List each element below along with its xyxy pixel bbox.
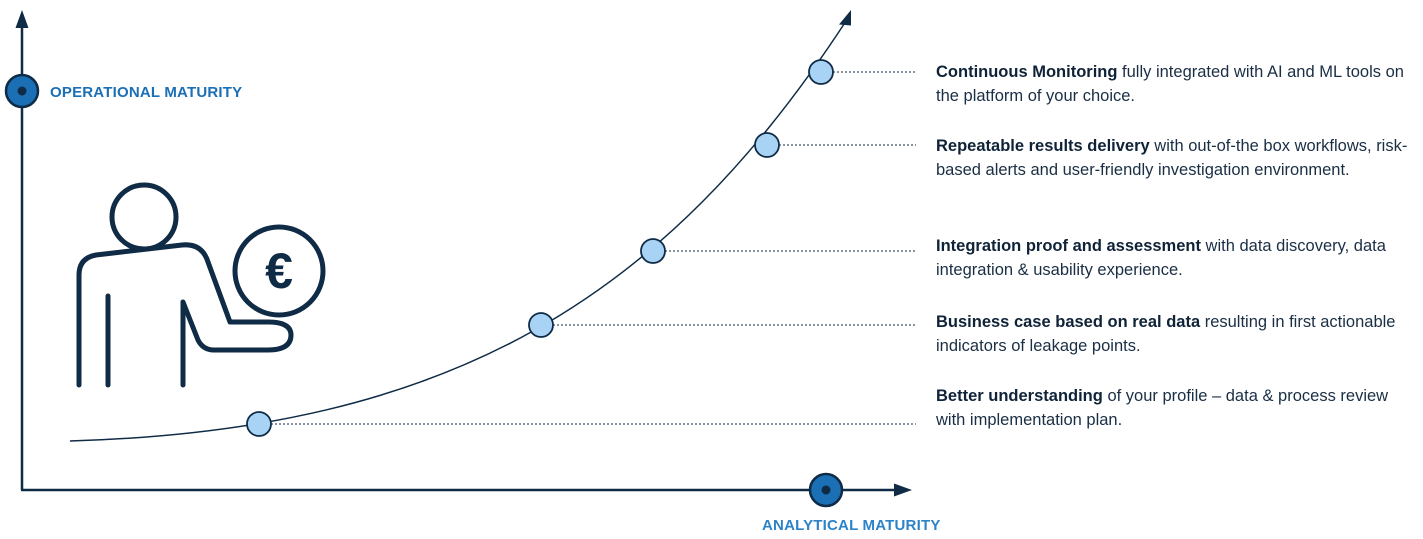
person-holding-euro-coin-icon: € — [76, 182, 326, 388]
milestone-marker-4 — [528, 312, 554, 338]
milestone-markers — [246, 59, 834, 437]
step-description: Continuous Monitoring fully integrated w… — [936, 60, 1420, 108]
euro-symbol: € — [265, 243, 293, 299]
person-body-icon — [76, 242, 294, 388]
person-head-icon — [109, 182, 179, 252]
milestone-marker-2 — [754, 132, 780, 158]
euro-coin-icon — [232, 224, 326, 318]
step-text: resulting in first actionable indicators… — [936, 313, 1396, 355]
step-description: Integration proof and assessment with da… — [936, 234, 1420, 282]
x-axis-arrow-icon — [894, 483, 912, 497]
y-axis-title: OPERATIONAL MATURITY — [50, 84, 243, 101]
milestone-marker-3 — [640, 238, 666, 264]
step-title: Continuous Monitoring — [936, 63, 1118, 81]
leader-lines — [259, 71, 916, 425]
step-description: Better understanding of your profile – d… — [936, 384, 1420, 432]
milestone-marker-1 — [808, 59, 834, 85]
y-axis-marker-icon — [4, 73, 40, 109]
curve-arrow-icon — [839, 10, 851, 26]
step-description: Business case based on real data resulti… — [936, 310, 1420, 358]
x-axis-title: ANALYTICAL MATURITY — [762, 517, 941, 534]
step-text: with out-of-the box workflows, risk-base… — [936, 137, 1408, 179]
maturity-curve — [69, 17, 849, 442]
milestone-marker-5 — [246, 411, 272, 437]
x-axis-marker-icon — [808, 472, 844, 508]
step-title: Business case based on real data — [936, 313, 1201, 331]
step-title: Integration proof and assessment — [936, 237, 1201, 255]
step-text: with data discovery, data integration & … — [936, 237, 1386, 279]
y-axis-arrow-icon — [15, 10, 29, 28]
step-title: Better understanding — [936, 387, 1103, 405]
step-description: Repeatable results delivery with out-of-… — [936, 134, 1420, 182]
step-text: of your profile – data & process review … — [936, 387, 1389, 429]
step-title: Repeatable results delivery — [936, 137, 1150, 155]
step-text: fully integrated with AI and ML tools on… — [936, 63, 1404, 105]
